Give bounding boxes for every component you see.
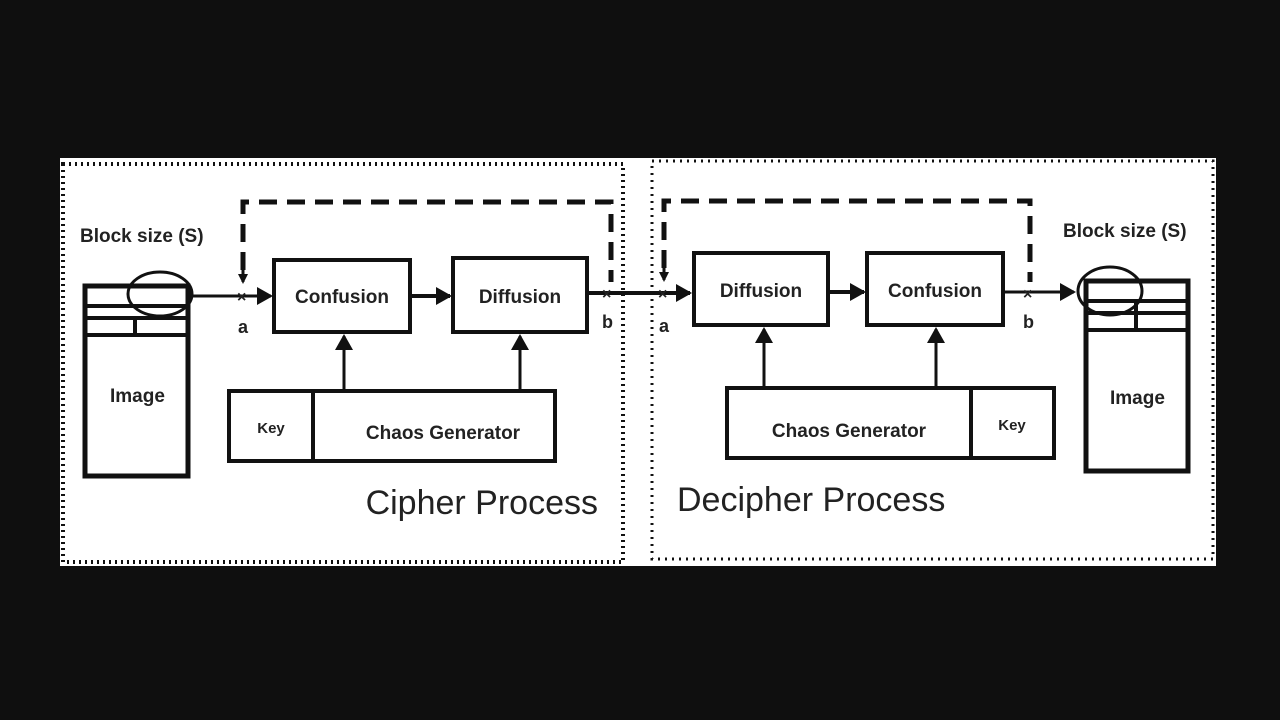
cipher-diffusion-label: Diffusion xyxy=(479,287,561,308)
decipher-switch-a-icon: × xyxy=(658,286,667,303)
decipher-block-size-label: Block size (S) xyxy=(1063,221,1187,242)
cipher-feedback-path xyxy=(240,199,614,282)
decipher-process-title: Decipher Process xyxy=(677,481,945,519)
diagram-canvas: Block size (S) Image × a Confusion Diffu… xyxy=(60,158,1216,566)
decipher-panel-border xyxy=(650,159,1215,561)
cipher-confusion-label: Confusion xyxy=(295,287,389,308)
decipher-point-b: b xyxy=(1023,312,1034,332)
cipher-block-size-label: Block size (S) xyxy=(80,226,204,247)
cipher-chaos-generator-block xyxy=(311,389,557,463)
decipher-feedback-path xyxy=(661,198,1033,282)
cipher-switch-b-icon: × xyxy=(602,286,611,303)
cipher-process-title: Cipher Process xyxy=(366,484,598,522)
decipher-diffusion-label: Diffusion xyxy=(720,281,802,302)
decipher-image-block xyxy=(1076,265,1191,474)
decipher-chaos-generator-label: Chaos Generator xyxy=(772,421,927,442)
decipher-diffusion-block xyxy=(692,251,830,327)
decipher-confusion-block xyxy=(865,251,1005,327)
decipher-image-label: Image xyxy=(1110,388,1165,409)
cipher-panel-border xyxy=(61,162,625,564)
cipher-point-b: b xyxy=(602,312,613,332)
cipher-point-a: a xyxy=(238,317,249,337)
decipher-key-block xyxy=(969,386,1056,460)
cipher-image-label: Image xyxy=(110,386,165,407)
decipher-key-label: Key xyxy=(998,417,1026,434)
cipher-chaos-generator-label: Chaos Generator xyxy=(366,423,521,444)
cipher-key-label: Key xyxy=(257,420,285,437)
decipher-point-a: a xyxy=(659,316,670,336)
decipher-chaos-generator-block xyxy=(725,386,973,460)
cipher-switch-a-icon: × xyxy=(237,289,246,306)
decipher-confusion-label: Confusion xyxy=(888,281,982,302)
cipher-image-block xyxy=(82,270,194,479)
decipher-switch-b-icon: × xyxy=(1023,286,1032,303)
